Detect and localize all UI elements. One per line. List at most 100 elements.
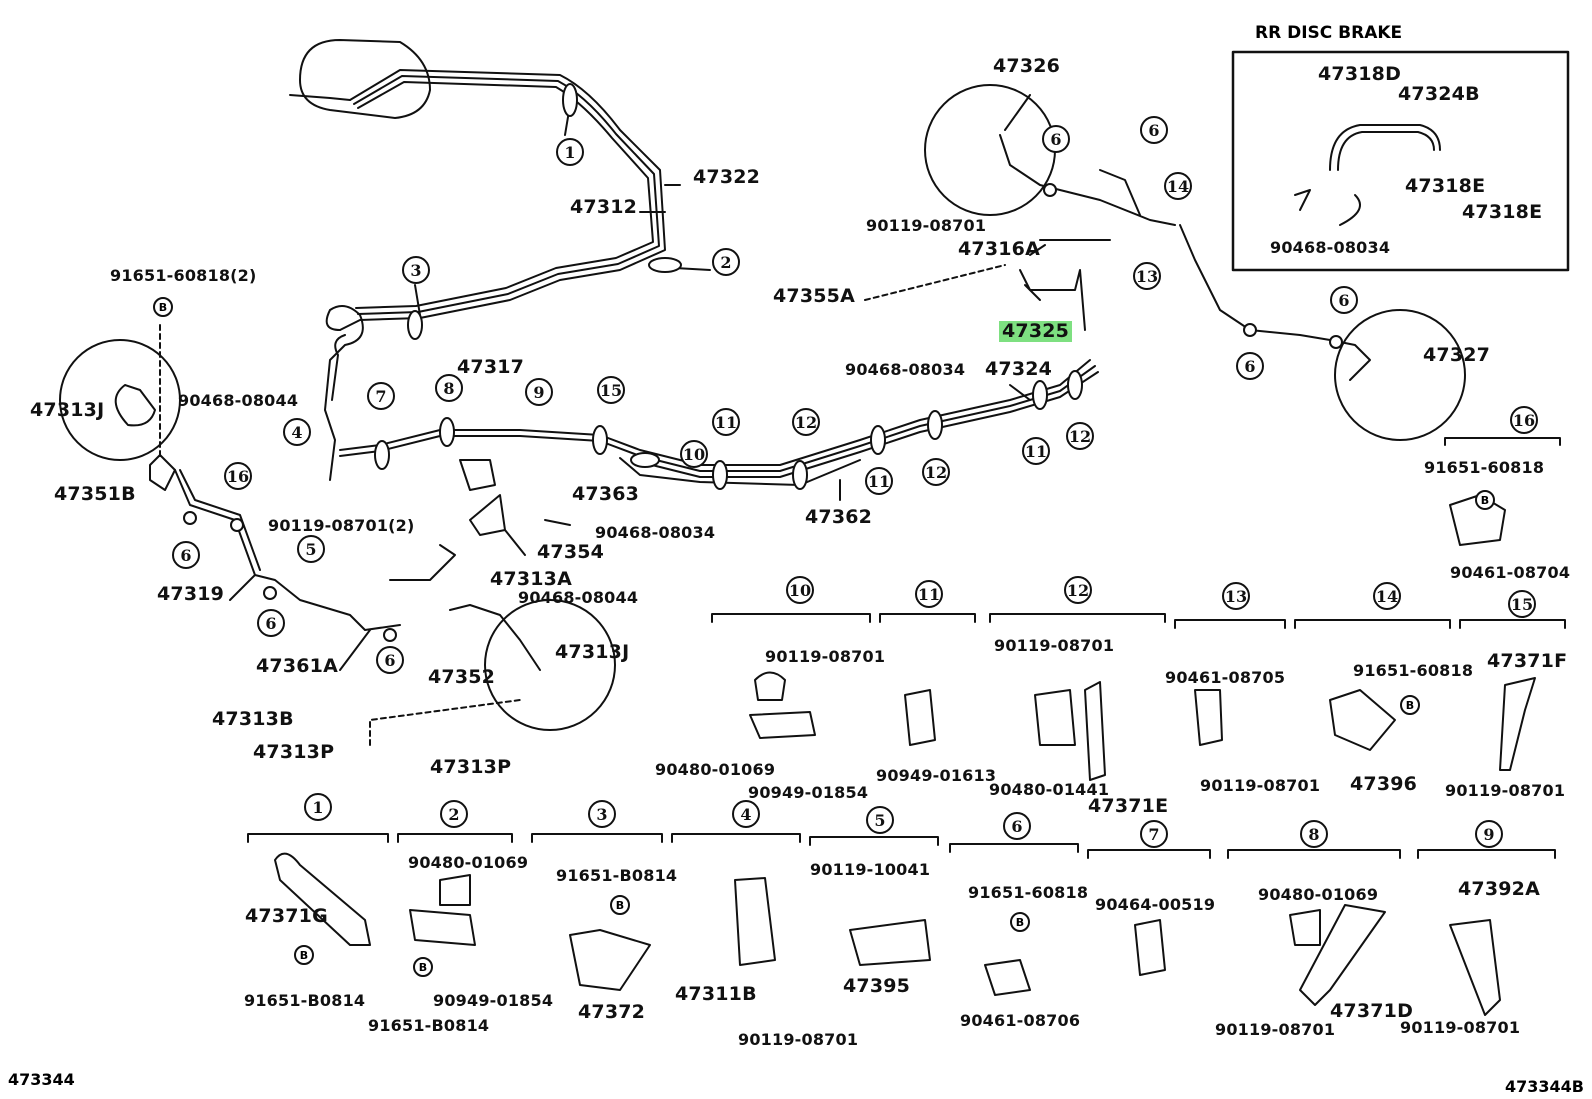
part-label-c10-90119-08701[interactable]: 90119-08701	[765, 647, 886, 666]
part-label-c8-90119-08701[interactable]: 90119-08701	[1215, 1020, 1336, 1039]
callout-6-f[interactable]: 6	[1236, 352, 1264, 380]
group-callout-8[interactable]: 8	[1300, 820, 1328, 848]
part-label-c14-91651-60818[interactable]: 91651-60818	[1353, 661, 1474, 680]
part-label-c4-90119-08701[interactable]: 90119-08701	[738, 1030, 859, 1049]
group-callout-4[interactable]: 4	[732, 800, 760, 828]
part-label-47355A[interactable]: 47355A	[773, 285, 856, 307]
part-label-c3-91651-B0814[interactable]: 91651-B0814	[556, 866, 678, 885]
part-label-c11-90949-01613[interactable]: 90949-01613	[876, 766, 997, 785]
part-label-47361A[interactable]: 47361A	[256, 655, 339, 677]
part-label-90468-08034-b[interactable]: 90468-08034	[595, 523, 716, 542]
part-label-47313J-right[interactable]: 47313J	[555, 641, 630, 663]
group-callout-15[interactable]: 15	[1508, 590, 1536, 618]
part-label-47317[interactable]: 47317	[457, 356, 525, 378]
part-label-47313B[interactable]: 47313B	[212, 708, 294, 730]
part-label-90119-08701-2[interactable]: 90119-08701(2)	[268, 516, 415, 535]
group-callout-3[interactable]: 3	[588, 800, 616, 828]
callout-11-a[interactable]: 11	[712, 408, 740, 436]
callout-16-a[interactable]: 16	[224, 462, 252, 490]
callout-6-d[interactable]: 6	[376, 646, 404, 674]
part-label-47318E-b[interactable]: 47318E	[1462, 201, 1543, 223]
group-callout-2[interactable]: 2	[440, 800, 468, 828]
callout-12-a[interactable]: 12	[792, 408, 820, 436]
part-label-47312[interactable]: 47312	[570, 196, 638, 218]
part-label-c10-90949-01854[interactable]: 90949-01854	[748, 783, 869, 802]
callout-11-b[interactable]: 11	[865, 467, 893, 495]
part-label-c12-90119-08701[interactable]: 90119-08701	[994, 636, 1115, 655]
part-label-91651-60818-r16[interactable]: 91651-60818	[1424, 458, 1545, 477]
part-label-c6-90461-08706[interactable]: 90461-08706	[960, 1011, 1081, 1030]
part-label-90461-08704[interactable]: 90461-08704	[1450, 563, 1571, 582]
part-label-91651-60818-2[interactable]: 91651-60818(2)	[110, 266, 257, 285]
part-label-47327[interactable]: 47327	[1423, 344, 1491, 366]
part-label-90468-08044-b[interactable]: 90468-08044	[518, 588, 639, 607]
part-label-c1-91651-B0814[interactable]: 91651-B0814	[244, 991, 366, 1010]
part-label-47313P-b[interactable]: 47313P	[430, 756, 512, 778]
part-label-47322[interactable]: 47322	[693, 166, 761, 188]
callout-15[interactable]: 15	[597, 376, 625, 404]
part-label-90119-08701[interactable]: 90119-08701	[866, 216, 987, 235]
part-label-c2-90949-01854[interactable]: 90949-01854	[433, 991, 554, 1010]
callout-8[interactable]: 8	[435, 374, 463, 402]
callout-6-c[interactable]: 6	[257, 609, 285, 637]
callout-5[interactable]: 5	[297, 535, 325, 563]
group-callout-1[interactable]: 1	[304, 793, 332, 821]
part-label-c9-47392A[interactable]: 47392A	[1458, 878, 1541, 900]
callout-12-c[interactable]: 12	[1066, 422, 1094, 450]
group-callout-9[interactable]: 9	[1475, 820, 1503, 848]
part-label-c8-90480-01069[interactable]: 90480-01069	[1258, 885, 1379, 904]
callout-16-b[interactable]: 16	[1510, 406, 1538, 434]
callout-6-a[interactable]: 6	[1042, 125, 1070, 153]
callout-3[interactable]: 3	[402, 256, 430, 284]
callout-11-c[interactable]: 11	[1022, 437, 1050, 465]
part-label-c13-90461-08705[interactable]: 90461-08705	[1165, 668, 1286, 687]
part-label-c4-47311B[interactable]: 47311B	[675, 983, 757, 1005]
callout-10[interactable]: 10	[680, 440, 708, 468]
part-label-c12-47371E[interactable]: 47371E	[1088, 795, 1169, 817]
part-label-47313P[interactable]: 47313P	[253, 741, 335, 763]
group-callout-10[interactable]: 10	[786, 576, 814, 604]
part-label-c12-90480-01441[interactable]: 90480-01441	[989, 780, 1110, 799]
callout-9[interactable]: 9	[525, 378, 553, 406]
callout-6-g[interactable]: 6	[1140, 116, 1168, 144]
group-callout-6[interactable]: 6	[1003, 812, 1031, 840]
part-label-c6-91651-60818[interactable]: 91651-60818	[968, 883, 1089, 902]
part-label-47326[interactable]: 47326	[993, 55, 1061, 77]
callout-2[interactable]: 2	[712, 248, 740, 276]
part-label-90468-08034[interactable]: 90468-08034	[845, 360, 966, 379]
group-callout-11[interactable]: 11	[915, 580, 943, 608]
part-label-c13-90119-08701[interactable]: 90119-08701	[1200, 776, 1321, 795]
callout-4[interactable]: 4	[283, 418, 311, 446]
part-label-47325[interactable]: 47325	[999, 321, 1073, 342]
part-label-47313A[interactable]: 47313A	[490, 568, 573, 590]
part-label-c5-90119-10041[interactable]: 90119-10041	[810, 860, 931, 879]
part-label-47352[interactable]: 47352	[428, 666, 496, 688]
callout-1[interactable]: 1	[556, 138, 584, 166]
part-label-c5-47395[interactable]: 47395	[843, 975, 911, 997]
part-label-47324[interactable]: 47324	[985, 358, 1053, 380]
group-callout-13[interactable]: 13	[1222, 582, 1250, 610]
part-label-47324B[interactable]: 47324B	[1398, 83, 1480, 105]
part-label-47319[interactable]: 47319	[157, 583, 225, 605]
part-label-47313J[interactable]: 47313J	[30, 399, 105, 421]
part-label-47318D[interactable]: 47318D	[1318, 63, 1402, 85]
part-label-c10-90480-01069[interactable]: 90480-01069	[655, 760, 776, 779]
group-callout-12[interactable]: 12	[1064, 576, 1092, 604]
part-label-c7-90464-00519[interactable]: 90464-00519	[1095, 895, 1216, 914]
part-label-47351B[interactable]: 47351B	[54, 483, 136, 505]
part-label-90468-08044[interactable]: 90468-08044	[178, 391, 299, 410]
callout-13[interactable]: 13	[1133, 262, 1161, 290]
part-label-47362[interactable]: 47362	[805, 506, 873, 528]
part-label-47316A[interactable]: 47316A	[958, 238, 1041, 260]
part-label-c14-47396[interactable]: 47396	[1350, 773, 1418, 795]
part-label-c9-90119-08701[interactable]: 90119-08701	[1400, 1018, 1521, 1037]
part-label-c3-47372[interactable]: 47372	[578, 1001, 646, 1023]
callout-12-b[interactable]: 12	[922, 458, 950, 486]
part-label-c1-47371G[interactable]: 47371G	[245, 905, 328, 927]
part-label-47363[interactable]: 47363	[572, 483, 640, 505]
part-label-47354[interactable]: 47354	[537, 541, 605, 563]
callout-6-b[interactable]: 6	[172, 541, 200, 569]
callout-7[interactable]: 7	[367, 382, 395, 410]
part-label-c8-47371D[interactable]: 47371D	[1330, 1000, 1414, 1022]
part-label-c2-90480-01069[interactable]: 90480-01069	[408, 853, 529, 872]
